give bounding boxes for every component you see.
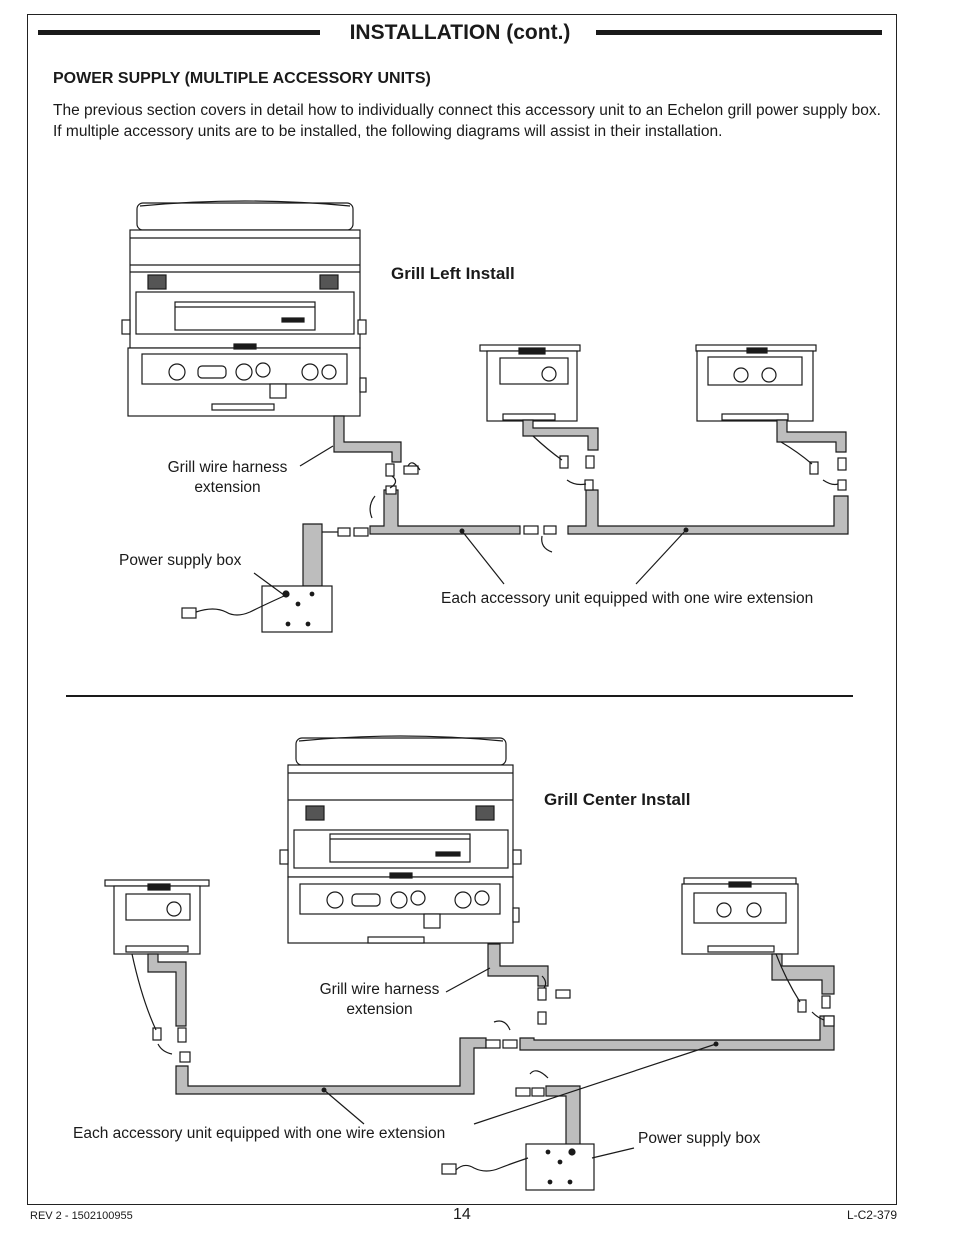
grill-left-install-diagram: [121, 200, 849, 633]
harness-label-center-2: extension: [346, 1001, 413, 1018]
title-rule-right: [596, 30, 882, 35]
grill-center-install-diagram: [104, 735, 835, 1191]
diagram-title-center: Grill Center Install: [544, 790, 691, 809]
page-number: 14: [453, 1206, 471, 1223]
power-cord: [455, 1157, 529, 1172]
extension-label-left: Each accessory unit equipped with one wi…: [441, 590, 814, 607]
wire-harness-paths: [302, 415, 849, 587]
plug-icon: [441, 1163, 457, 1175]
wire-connectors: [152, 987, 835, 1097]
harness-label-center-1: Grill wire harness: [319, 981, 440, 998]
section-heading: POWER SUPPLY (MULTIPLE ACCESSORY UNITS): [53, 70, 431, 87]
footer-revision: REV 2 - 1502100955: [30, 1210, 133, 1222]
page-title: INSTALLATION (cont.): [327, 21, 593, 44]
accessory-unit-double: [681, 877, 799, 955]
page-frame: [27, 14, 897, 1205]
harness-label-left-1: Grill wire harness: [167, 459, 288, 476]
accessory-unit-double: [695, 344, 817, 422]
harness-label-left-2: extension: [194, 479, 261, 496]
extension-label-center: Each accessory unit equipped with one wi…: [73, 1125, 446, 1142]
intro-paragraph: The previous section covers in detail ho…: [53, 102, 881, 140]
plug-icon: [181, 607, 197, 619]
section-divider: [66, 695, 853, 697]
wire-connectors: [337, 455, 847, 537]
power-box-label-center: Power supply box: [638, 1130, 761, 1147]
page-header: INSTALLATION (cont.): [38, 20, 882, 46]
title-rule-left: [38, 30, 320, 35]
wire-harness-paths: [147, 943, 835, 1147]
grill-unit: [279, 735, 522, 944]
leader-line: [299, 445, 334, 467]
power-supply-box: [525, 1143, 595, 1191]
power-cord: [195, 595, 285, 616]
footer-doc-code: L-C2-379: [846, 1208, 897, 1222]
accessory-unit-single: [104, 879, 210, 955]
accessory-unit-single: [479, 344, 581, 422]
grill-unit: [121, 200, 367, 417]
power-supply-box: [261, 585, 333, 633]
power-box-label-left: Power supply box: [119, 552, 242, 569]
diagram-title-left: Grill Left Install: [391, 264, 515, 283]
